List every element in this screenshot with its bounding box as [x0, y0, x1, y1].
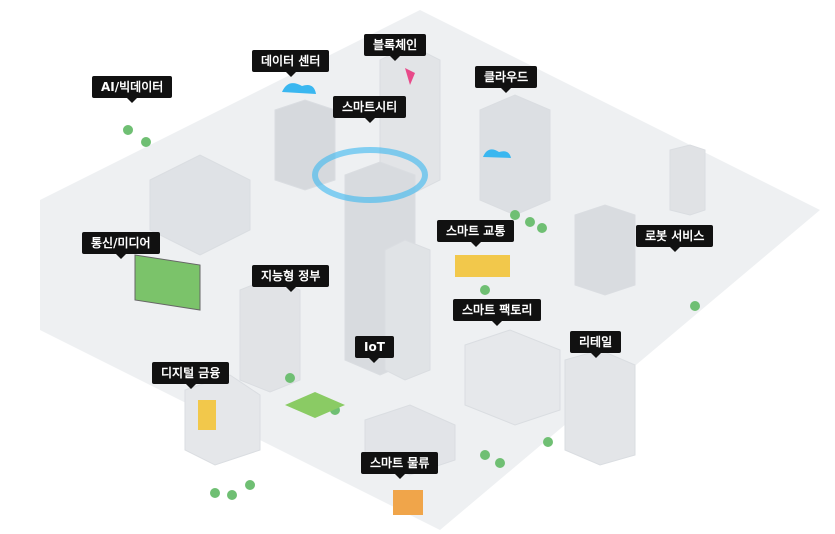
smart-city-ring — [312, 147, 428, 203]
label-robot-service[interactable]: 로봇 서비스 — [636, 225, 714, 252]
label-smart-government[interactable]: 지능형 정부 — [252, 265, 330, 292]
building — [184, 374, 261, 466]
cloud-icon — [483, 149, 511, 158]
cloud-icon — [282, 83, 316, 94]
label-ai-bigdata[interactable]: AI/빅데이터 — [92, 76, 173, 103]
blockchain-icon — [405, 68, 415, 85]
delivery-truck — [393, 490, 423, 515]
building — [669, 144, 706, 216]
building — [464, 329, 561, 426]
building — [479, 94, 551, 216]
building — [564, 349, 636, 466]
label-digital-finance[interactable]: 디지털 금융 — [152, 362, 230, 389]
building — [149, 154, 251, 256]
label-retail[interactable]: 리테일 — [570, 331, 622, 358]
label-telecom-media[interactable]: 통신/미디어 — [82, 232, 160, 259]
building — [384, 239, 431, 381]
bus — [455, 255, 510, 277]
vault — [198, 400, 216, 430]
park — [285, 392, 345, 418]
building — [574, 204, 636, 296]
label-iot[interactable]: IoT — [355, 336, 394, 363]
label-smart-logistics[interactable]: 스마트 물류 — [361, 452, 439, 479]
label-blockchain[interactable]: 블록체인 — [364, 34, 427, 61]
label-cloud[interactable]: 클라우드 — [475, 66, 538, 93]
label-smart-factory[interactable]: 스마트 팩토리 — [453, 299, 542, 326]
label-data-center[interactable]: 데이터 센터 — [252, 50, 330, 77]
media-screen — [134, 254, 201, 311]
label-smart-traffic[interactable]: 스마트 교통 — [437, 220, 515, 247]
building — [274, 99, 336, 191]
label-smart-city[interactable]: 스마트시티 — [333, 96, 407, 123]
